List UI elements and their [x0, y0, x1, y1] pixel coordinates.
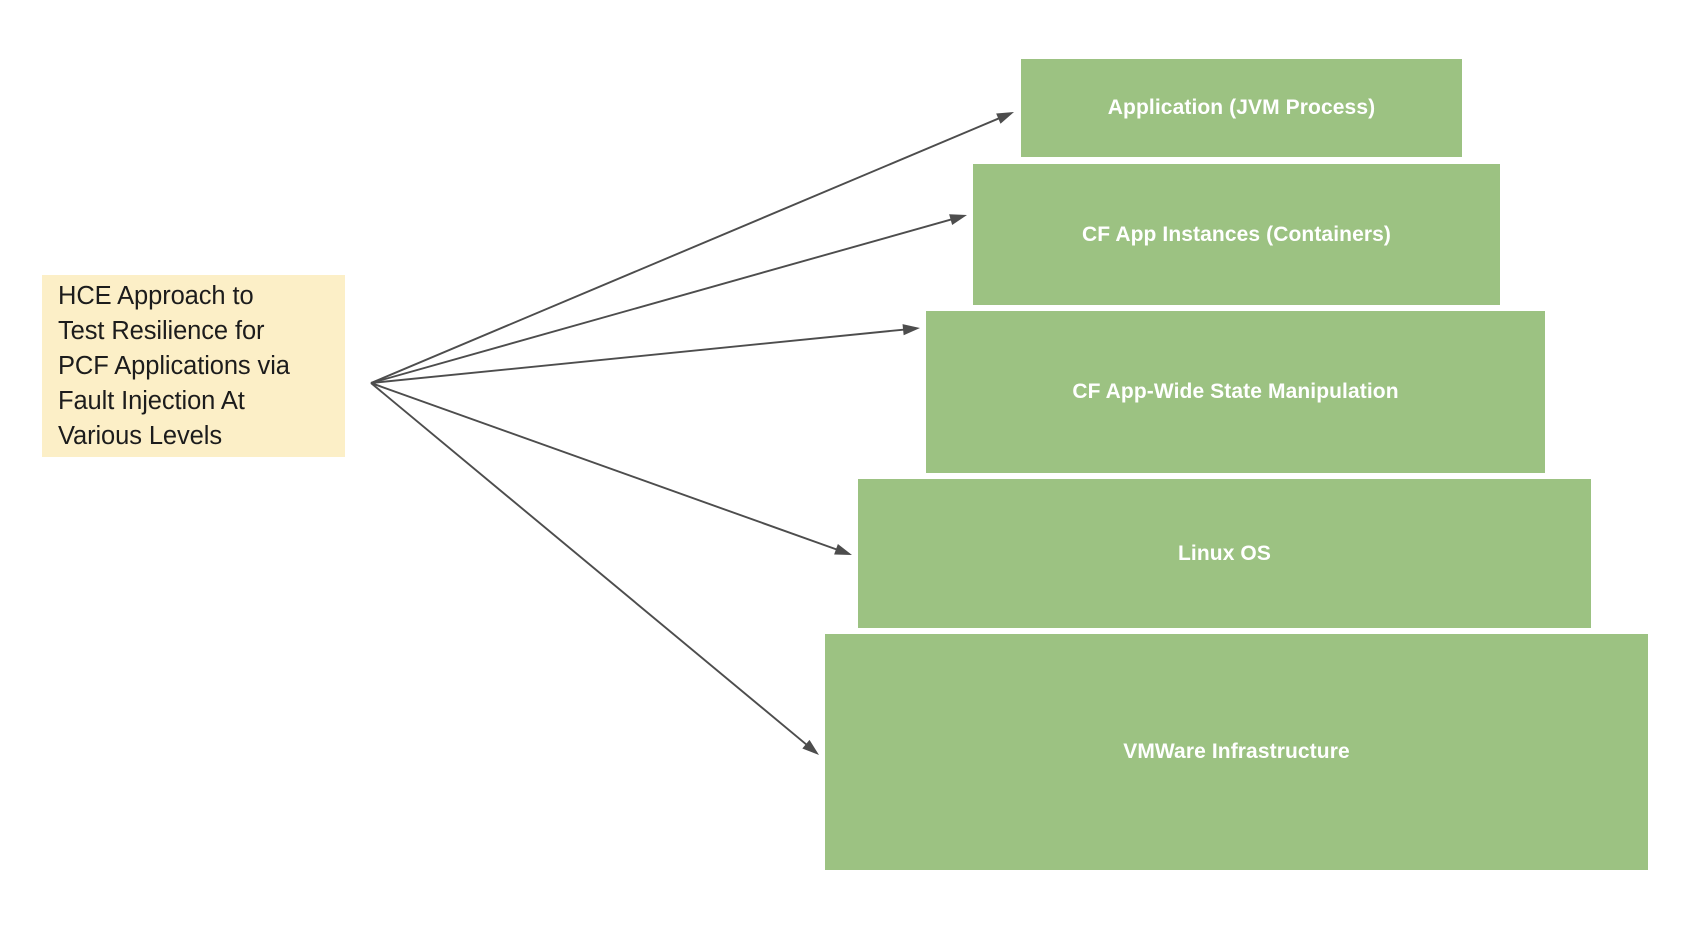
layer-box-label: Linux OS	[1178, 541, 1271, 565]
source-note-box[interactable]: HCE Approach to Test Resilience for PCF …	[42, 275, 345, 457]
layer-box-label: VMWare Infrastructure	[1123, 740, 1350, 763]
layer-box-linux-os[interactable]: Linux OS	[858, 479, 1591, 628]
layer-box-cf-app-instances-containers[interactable]: CF App Instances (Containers)	[973, 164, 1500, 305]
connector-arrowhead	[996, 112, 1014, 124]
layer-box-label: Application (JVM Process)	[1107, 96, 1376, 119]
connector-line	[370, 382, 840, 552]
connector-arrowhead	[834, 544, 852, 555]
connector-line	[370, 217, 954, 384]
layer-box-label: CF App Instances (Containers)	[1082, 222, 1391, 246]
connector-line	[370, 382, 809, 747]
connector-arrowhead	[802, 739, 819, 755]
layer-box-vmware-infrastructure[interactable]: VMWare Infrastructure	[825, 634, 1648, 870]
connector-line	[370, 116, 1002, 384]
connector-arrowhead	[949, 214, 967, 226]
source-note-text: HCE Approach to Test Resilience for PCF …	[58, 281, 290, 450]
layer-box-cf-app-wide-state-manipulation[interactable]: CF App-Wide State Manipulation	[926, 311, 1545, 473]
connector-line	[370, 328, 907, 384]
layer-box-application-jvm-process[interactable]: Application (JVM Process)	[1021, 59, 1462, 157]
layer-box-label: CF App-Wide State Manipulation	[1072, 380, 1399, 403]
connector-arrowhead	[902, 324, 920, 336]
